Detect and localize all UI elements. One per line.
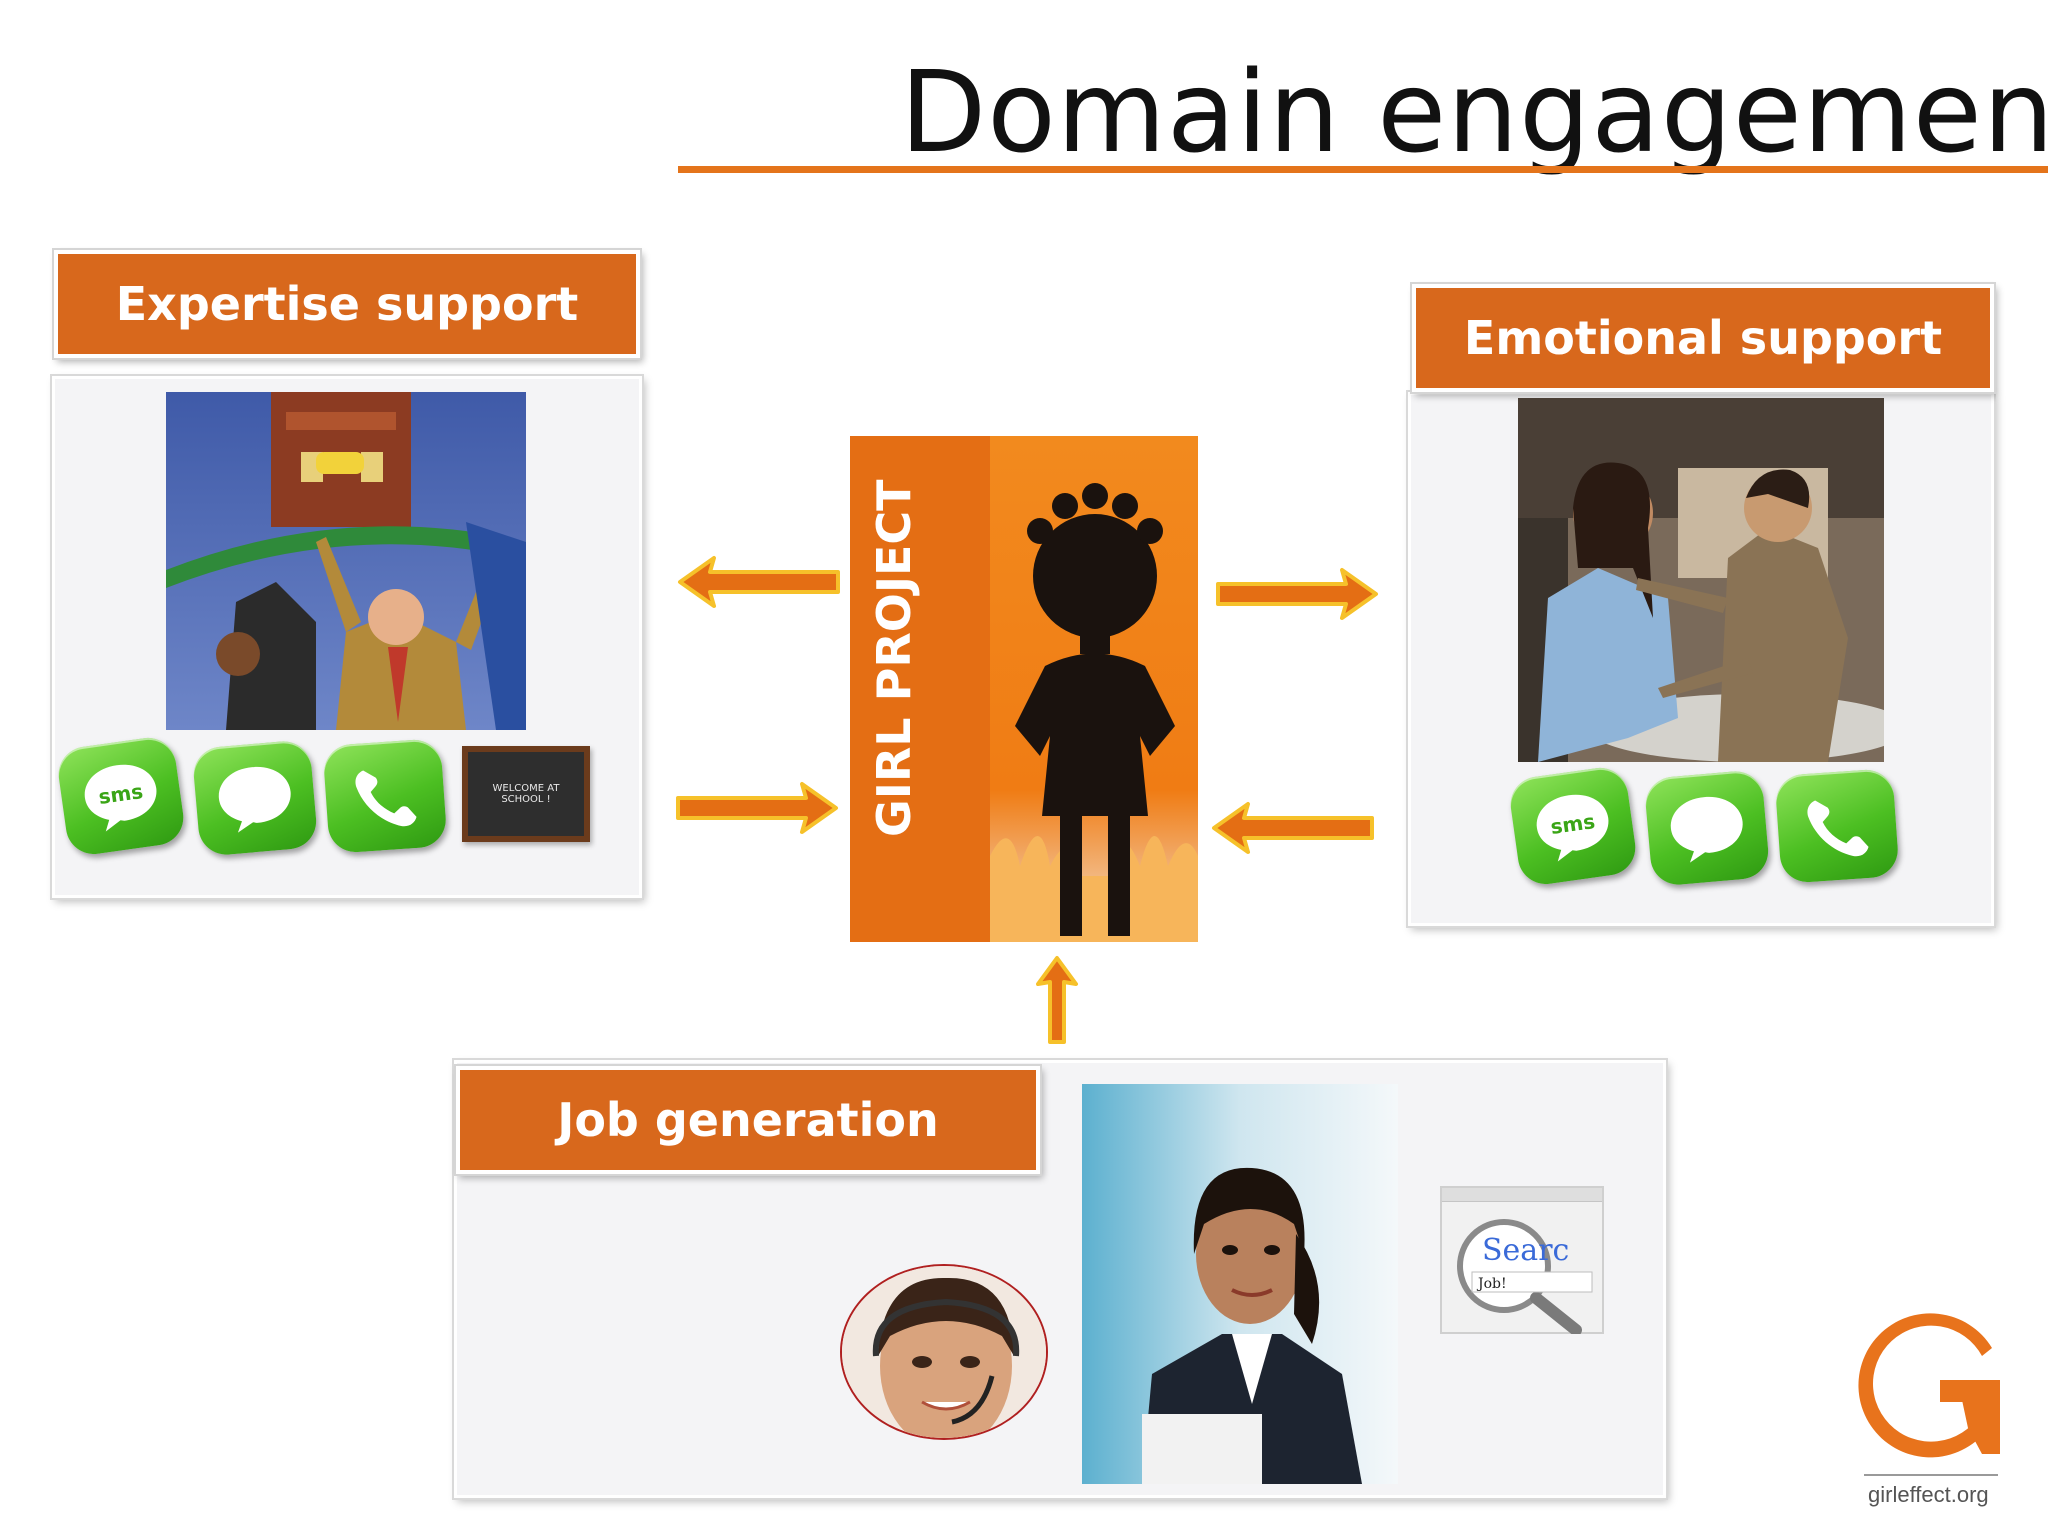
girl-silhouette-icon [990, 483, 1198, 942]
chat-bubble-icon [191, 739, 319, 857]
sms-icon: sms [55, 734, 187, 858]
chalkboard-icon: WELCOME AT SCHOOL ! [462, 746, 590, 842]
expertise-label-text: Expertise support [115, 277, 579, 331]
logo-caption: girleffect.org [1868, 1482, 1989, 1507]
phone-icon-emotional [1774, 768, 1900, 884]
search-text: Searc [1482, 1233, 1569, 1268]
arrow-to-expertise [678, 556, 840, 608]
chat-bubble-icon-emotional [1643, 769, 1771, 887]
business-woman-photo [1082, 1084, 1398, 1484]
arrow-from-emotional [1212, 802, 1374, 854]
consoling-friends-photo [1518, 398, 1884, 762]
girl-project-label: GIRL PROJECT [867, 479, 921, 837]
arrow-from-expertise [676, 782, 838, 834]
arrow-to-emotional [1216, 568, 1378, 620]
arrow-from-job [1036, 956, 1078, 1044]
job-label: Job generation [456, 1066, 1040, 1174]
call-center-agent-photo [840, 1264, 1048, 1440]
business-cartoon-image [166, 392, 526, 730]
girleffect-logo-icon [1858, 1313, 2000, 1458]
girleffect-logo [1850, 1304, 2010, 1464]
logo-divider [1864, 1474, 1998, 1476]
title-underline [678, 166, 2048, 173]
chalkboard-text: WELCOME AT SCHOOL ! [492, 783, 560, 805]
girl-silhouette-image [990, 436, 1198, 942]
phone-icon [322, 738, 448, 854]
slide-title: Domain engagement [900, 48, 2048, 178]
sms-icon-emotional: sms [1507, 764, 1639, 888]
search-query: Job! [1476, 1276, 1507, 1292]
emotional-label: Emotional support [1412, 284, 1994, 392]
expertise-label: Expertise support [54, 250, 640, 358]
emotional-label-text: Emotional support [1463, 311, 1943, 365]
job-label-text: Job generation [557, 1093, 939, 1147]
search-job-icon: Searc Job! [1440, 1186, 1604, 1334]
